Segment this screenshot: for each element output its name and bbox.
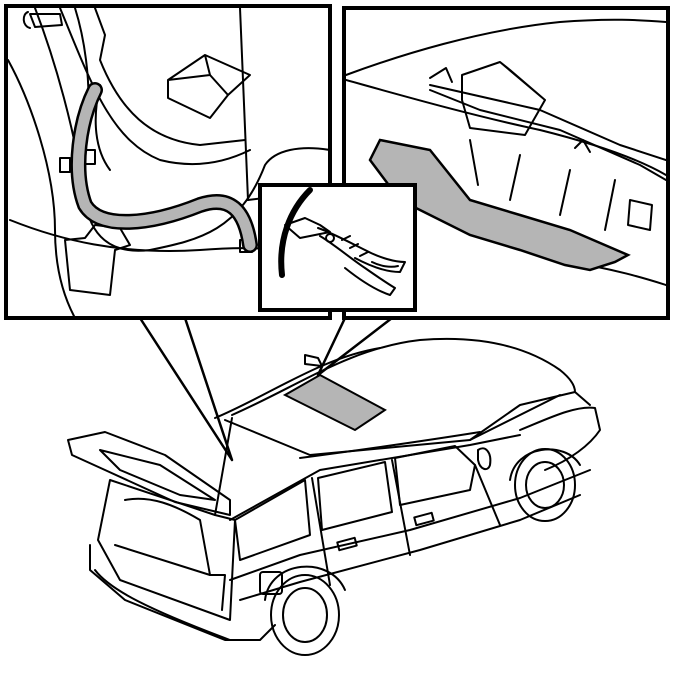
windshield	[469, 391, 591, 441]
front-wheel-arch	[509, 448, 581, 481]
cargo-side-wall	[124, 497, 211, 576]
car-roof-rear-edge	[224, 394, 561, 456]
sunroof-shade	[282, 373, 387, 432]
body-panel-curve	[59, 8, 251, 166]
detail-mark	[429, 67, 453, 83]
window-rear-quarter	[234, 479, 311, 561]
window-rear-door	[317, 461, 393, 531]
rear-wheel-arch	[264, 565, 346, 601]
bracket-right	[627, 199, 653, 231]
clip-icon	[167, 54, 251, 119]
hood	[519, 406, 601, 471]
fuel-door	[259, 571, 283, 595]
roof-rail-left	[214, 347, 381, 419]
frame-rib-2	[509, 154, 521, 201]
window-front-door	[394, 445, 476, 506]
rear-pillar	[214, 417, 233, 516]
roof-antenna	[304, 354, 323, 367]
inset-tool-panel	[258, 183, 417, 312]
rear-bumper-lower	[94, 569, 231, 641]
sunroof-frame	[429, 84, 666, 161]
side-mirror	[477, 447, 492, 471]
door-line-rear	[311, 477, 331, 586]
drain-hose-fill	[72, 84, 256, 251]
door-line-front	[474, 464, 501, 526]
roof-edge-curve	[346, 18, 666, 76]
headlining-curve	[346, 79, 666, 176]
window-frame-vertical	[239, 8, 249, 201]
frame-rib-1	[469, 139, 479, 186]
tailgate-window	[99, 449, 216, 501]
door-line-middle	[391, 459, 411, 556]
car-roof-outline	[231, 337, 576, 416]
pliers-icon	[284, 217, 406, 296]
tailgate-opening	[97, 479, 236, 621]
door-handle-rear	[336, 536, 358, 552]
rear-wheel	[270, 574, 340, 656]
bolt	[22, 11, 63, 29]
cargo-floor	[114, 544, 226, 611]
car-overview	[67, 337, 601, 656]
rear-bumper	[89, 544, 276, 641]
pillar-trim	[8, 59, 76, 316]
frame-rib-4	[604, 179, 616, 231]
open-tailgate	[67, 431, 231, 516]
clamp-block	[461, 61, 546, 136]
roof-rail-right	[299, 431, 481, 459]
callout-pointer-left	[138, 316, 234, 462]
frame-rib-3	[559, 169, 571, 216]
headlining-edge	[149, 147, 328, 251]
body-side-lower	[229, 469, 591, 581]
cable-clip-2	[59, 157, 71, 173]
bracket	[64, 224, 131, 296]
detail-mark-2	[574, 139, 591, 153]
callout-pointers	[138, 316, 394, 462]
body-panel-curve-2	[94, 8, 246, 146]
body-sill	[239, 494, 581, 601]
callout-pointer-right	[316, 316, 394, 377]
door-handle-front	[413, 511, 435, 527]
